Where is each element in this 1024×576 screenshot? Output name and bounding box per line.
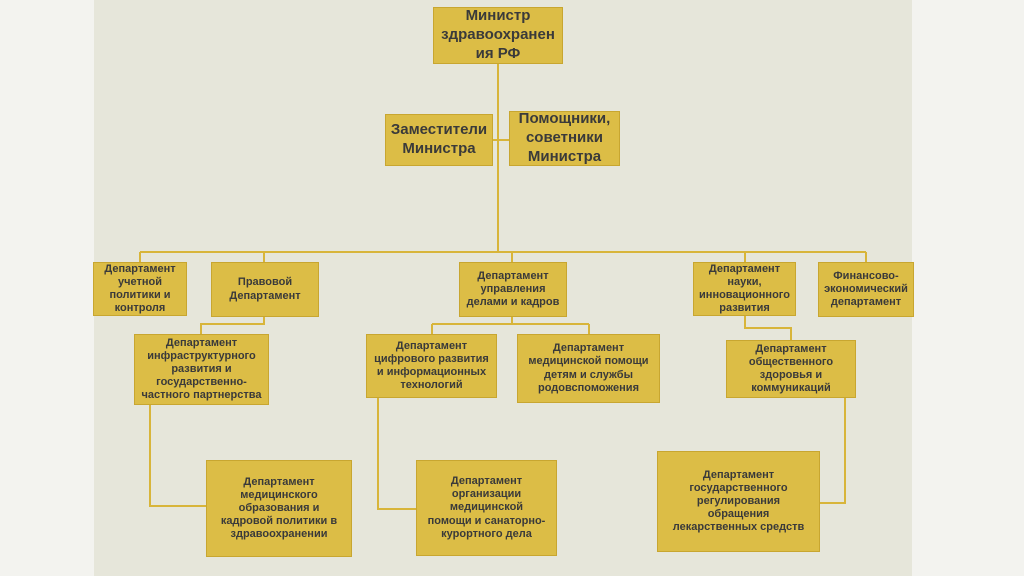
dept-finance-economic-box: Финансово- экономический департамент	[818, 262, 914, 317]
dept-accounting-policy-box: Департамент учетной политики и контроля	[93, 262, 187, 316]
dept-digital-box: Департамент цифрового развития и информа…	[366, 334, 497, 398]
dept-medical-education-box: Департамент медицинского образования и к…	[206, 460, 352, 557]
dept-infrastructure-box: Департамент инфраструктурного развития и…	[134, 334, 269, 405]
deputies-box: Заместители Министра	[385, 114, 493, 166]
dept-medical-care-sanatorium-box: Департамент организации медицинской помо…	[416, 460, 557, 556]
dept-public-health-box: Департамент общественного здоровья и ком…	[726, 340, 856, 398]
assistants-box: Помощники, советники Министра	[509, 110, 620, 166]
dept-legal-box: Правовой Департамент	[211, 262, 319, 317]
dept-drug-regulation-box: Департамент государственного регулирован…	[657, 451, 820, 552]
dept-children-obstetrics-box: Департамент медицинской помощи детям и с…	[517, 334, 660, 403]
dept-affairs-personnel-box: Департамент управления делами и кадров	[459, 262, 567, 317]
minister-box: Министр здравоохранен ия РФ	[433, 7, 563, 64]
dept-science-innovation-box: Департамент науки, инновационного развит…	[693, 262, 796, 316]
